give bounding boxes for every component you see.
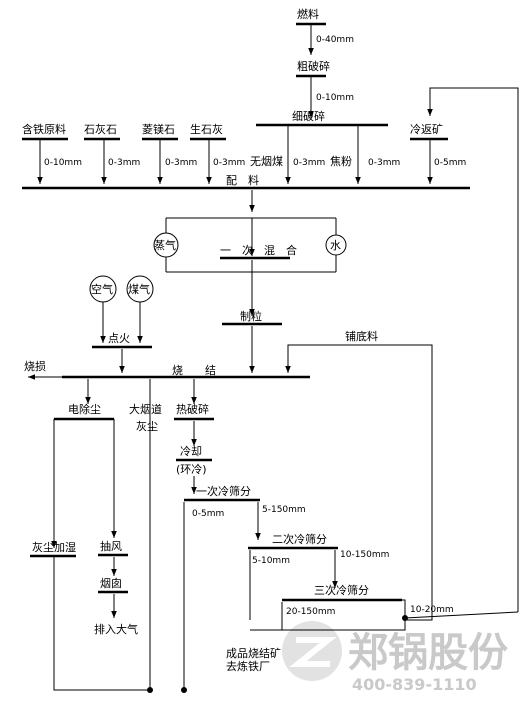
node-flue-dust-1: 大烟道: [129, 402, 162, 416]
label-s1-coarse: 5-150mm: [262, 505, 306, 515]
node-screen1: 一次冷筛分: [196, 484, 251, 498]
node-screen3: 三次冷筛分: [314, 583, 369, 597]
bedding-loop: 铺底料: [285, 329, 433, 621]
node-dolomite: 菱镁石: [142, 122, 175, 136]
sintering-stage: 烧 结 烧损: [24, 359, 310, 690]
node-gas: 煤气: [128, 282, 150, 296]
node-flue-dust-2: 灰尘: [136, 419, 158, 433]
node-fuel: 燃料: [297, 7, 319, 21]
screening-stages: 一次冷筛分 0-5mm 5-150mm 二次冷筛分 5-10mm 10-150m…: [181, 484, 519, 693]
node-product-2: 去炼铁厂: [226, 659, 270, 673]
node-limestone: 石灰石: [84, 122, 117, 136]
node-hot-crush: 热破碎: [176, 402, 209, 416]
node-air: 空气: [91, 282, 113, 296]
label-coarse-range: 0-10mm: [316, 93, 354, 103]
node-coke-powder: 焦粉: [330, 155, 352, 168]
node-chimney: 烟囱: [100, 576, 122, 590]
node-product-1: 成品烧结矿: [226, 647, 281, 660]
batching-stage: 配 料: [22, 173, 470, 212]
brand-name: 郑锅股份: [348, 630, 508, 676]
mixing-stage: 蒸气 水 一 次 混 合: [153, 217, 347, 316]
node-coarse-crush: 粗破碎: [297, 59, 330, 73]
label-s3-fine: 20-150mm: [286, 607, 335, 617]
dust-branch: 电除尘 大烟道 灰尘 灰尘加湿 抽风 烟囱 排入大气: [30, 402, 162, 693]
label-s2-coarse: 10-150mm: [340, 550, 389, 560]
node-sintering: 烧 结: [172, 364, 216, 377]
label-dolomite-range: 0-3mm: [165, 158, 197, 168]
node-iron-material: 含铁原料: [22, 122, 66, 136]
node-quicklime: 生石灰: [190, 122, 223, 136]
node-steam: 蒸气: [154, 238, 176, 252]
brand-phone: 400-839-1110: [352, 675, 477, 694]
fuel-chain: 燃料 0-40mm 粗破碎 0-10mm 细破碎: [256, 7, 388, 127]
ignition-stage: 空气 煤气 点火: [89, 275, 154, 373]
label-return-range: 0-5mm: [434, 158, 466, 168]
node-burn-loss: 烧损: [24, 359, 46, 373]
label-s2-fine: 5-10mm: [252, 556, 290, 566]
label-anthracite-range: 0-3mm: [293, 158, 325, 168]
label-iron-range: 0-10mm: [44, 158, 82, 168]
node-granulation: 制粒: [240, 309, 262, 323]
cooling-branch: 热破碎 冷却 (环冷): [174, 402, 214, 494]
node-bedding: 铺底料: [345, 329, 378, 343]
label-s1-fine: 0-5mm: [192, 509, 224, 519]
label-quicklime-range: 0-3mm: [213, 158, 245, 168]
node-screen2: 二次冷筛分: [272, 532, 327, 546]
node-cooling: 冷却: [180, 445, 202, 458]
node-ring-cooling: (环冷): [176, 463, 207, 476]
brand-watermark: 郑锅股份 400-839-1110: [282, 621, 508, 694]
node-fan: 抽风: [100, 539, 122, 553]
node-ignition: 点火: [108, 332, 130, 345]
node-to-atmosphere: 排入大气: [94, 622, 138, 636]
granulation-stage: 制粒: [222, 309, 282, 373]
node-esp: 电除尘: [68, 402, 101, 416]
label-s3-coarse: 10-20mm: [410, 605, 454, 615]
raw-material-feeds: 含铁原料 0-10mm 石灰石 0-3mm 菱镁石 0-3mm 生石灰 0-3m…: [22, 87, 519, 612]
node-anthracite: 无烟煤: [250, 154, 283, 168]
node-cold-return: 冷返矿: [410, 123, 443, 136]
node-water: 水: [330, 239, 341, 252]
node-batching: 配 料: [226, 173, 259, 187]
label-limestone-range: 0-3mm: [108, 158, 140, 168]
node-fine-crush: 细破碎: [292, 109, 325, 123]
label-fuel-range: 0-40mm: [316, 35, 354, 45]
node-dust-humid: 灰尘加湿: [32, 540, 76, 554]
label-coke-range: 0-3mm: [368, 158, 400, 168]
node-primary-mix: 一 次 混 合: [220, 243, 297, 257]
